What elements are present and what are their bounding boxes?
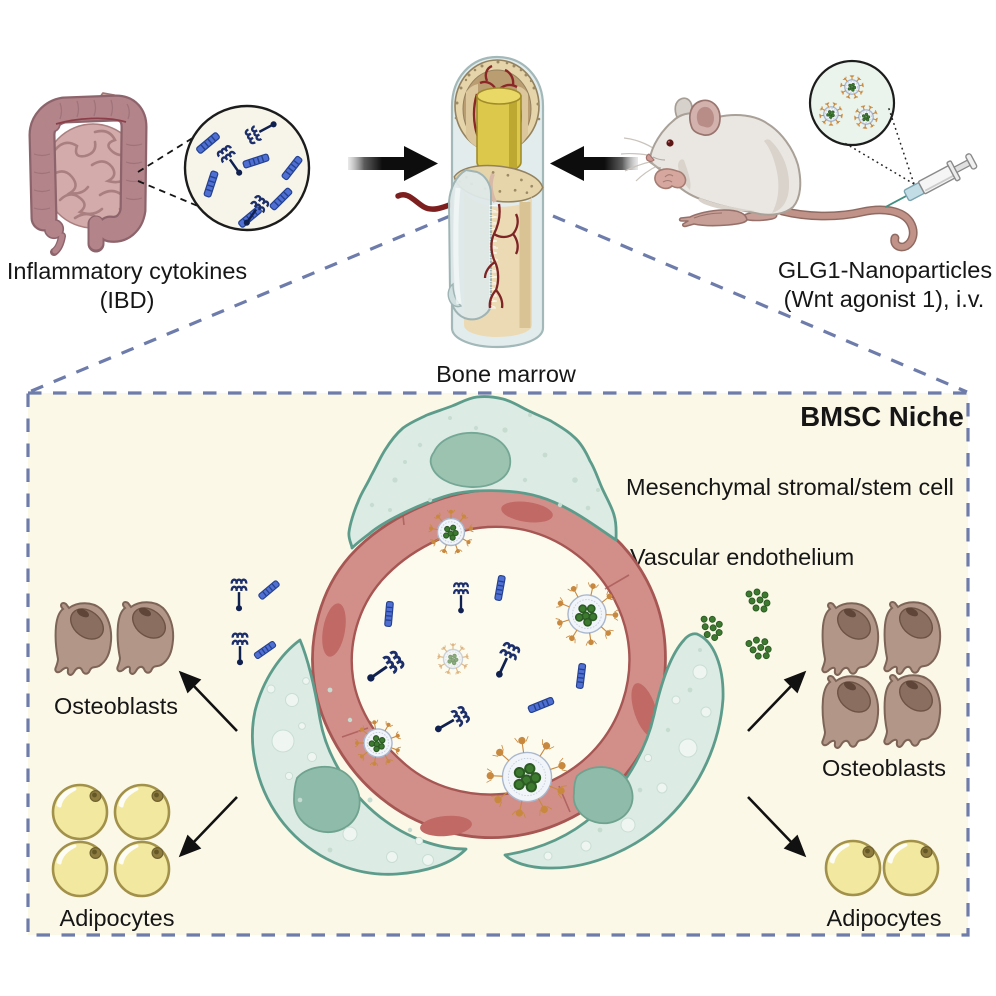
- svg-text:BMSC Niche: BMSC Niche: [800, 401, 964, 432]
- svg-text:Vascular endothelium: Vascular endothelium: [630, 544, 854, 570]
- svg-text:GLG1-Nanoparticles: GLG1-Nanoparticles: [778, 257, 992, 283]
- svg-text:Inflammatory cytokines: Inflammatory cytokines: [7, 258, 247, 284]
- svg-text:Bone marrow: Bone marrow: [436, 361, 577, 387]
- svg-text:Osteoblasts: Osteoblasts: [54, 693, 178, 719]
- svg-text:Osteoblasts: Osteoblasts: [822, 755, 946, 781]
- svg-text:Mesenchymal stromal/stem cell: Mesenchymal stromal/stem cell: [626, 474, 954, 500]
- svg-text:(Wnt agonist 1), i.v.: (Wnt agonist 1), i.v.: [784, 286, 985, 312]
- svg-text:Adipocytes: Adipocytes: [60, 905, 175, 931]
- svg-text:Adipocytes: Adipocytes: [827, 905, 942, 931]
- svg-text:(IBD): (IBD): [100, 287, 155, 313]
